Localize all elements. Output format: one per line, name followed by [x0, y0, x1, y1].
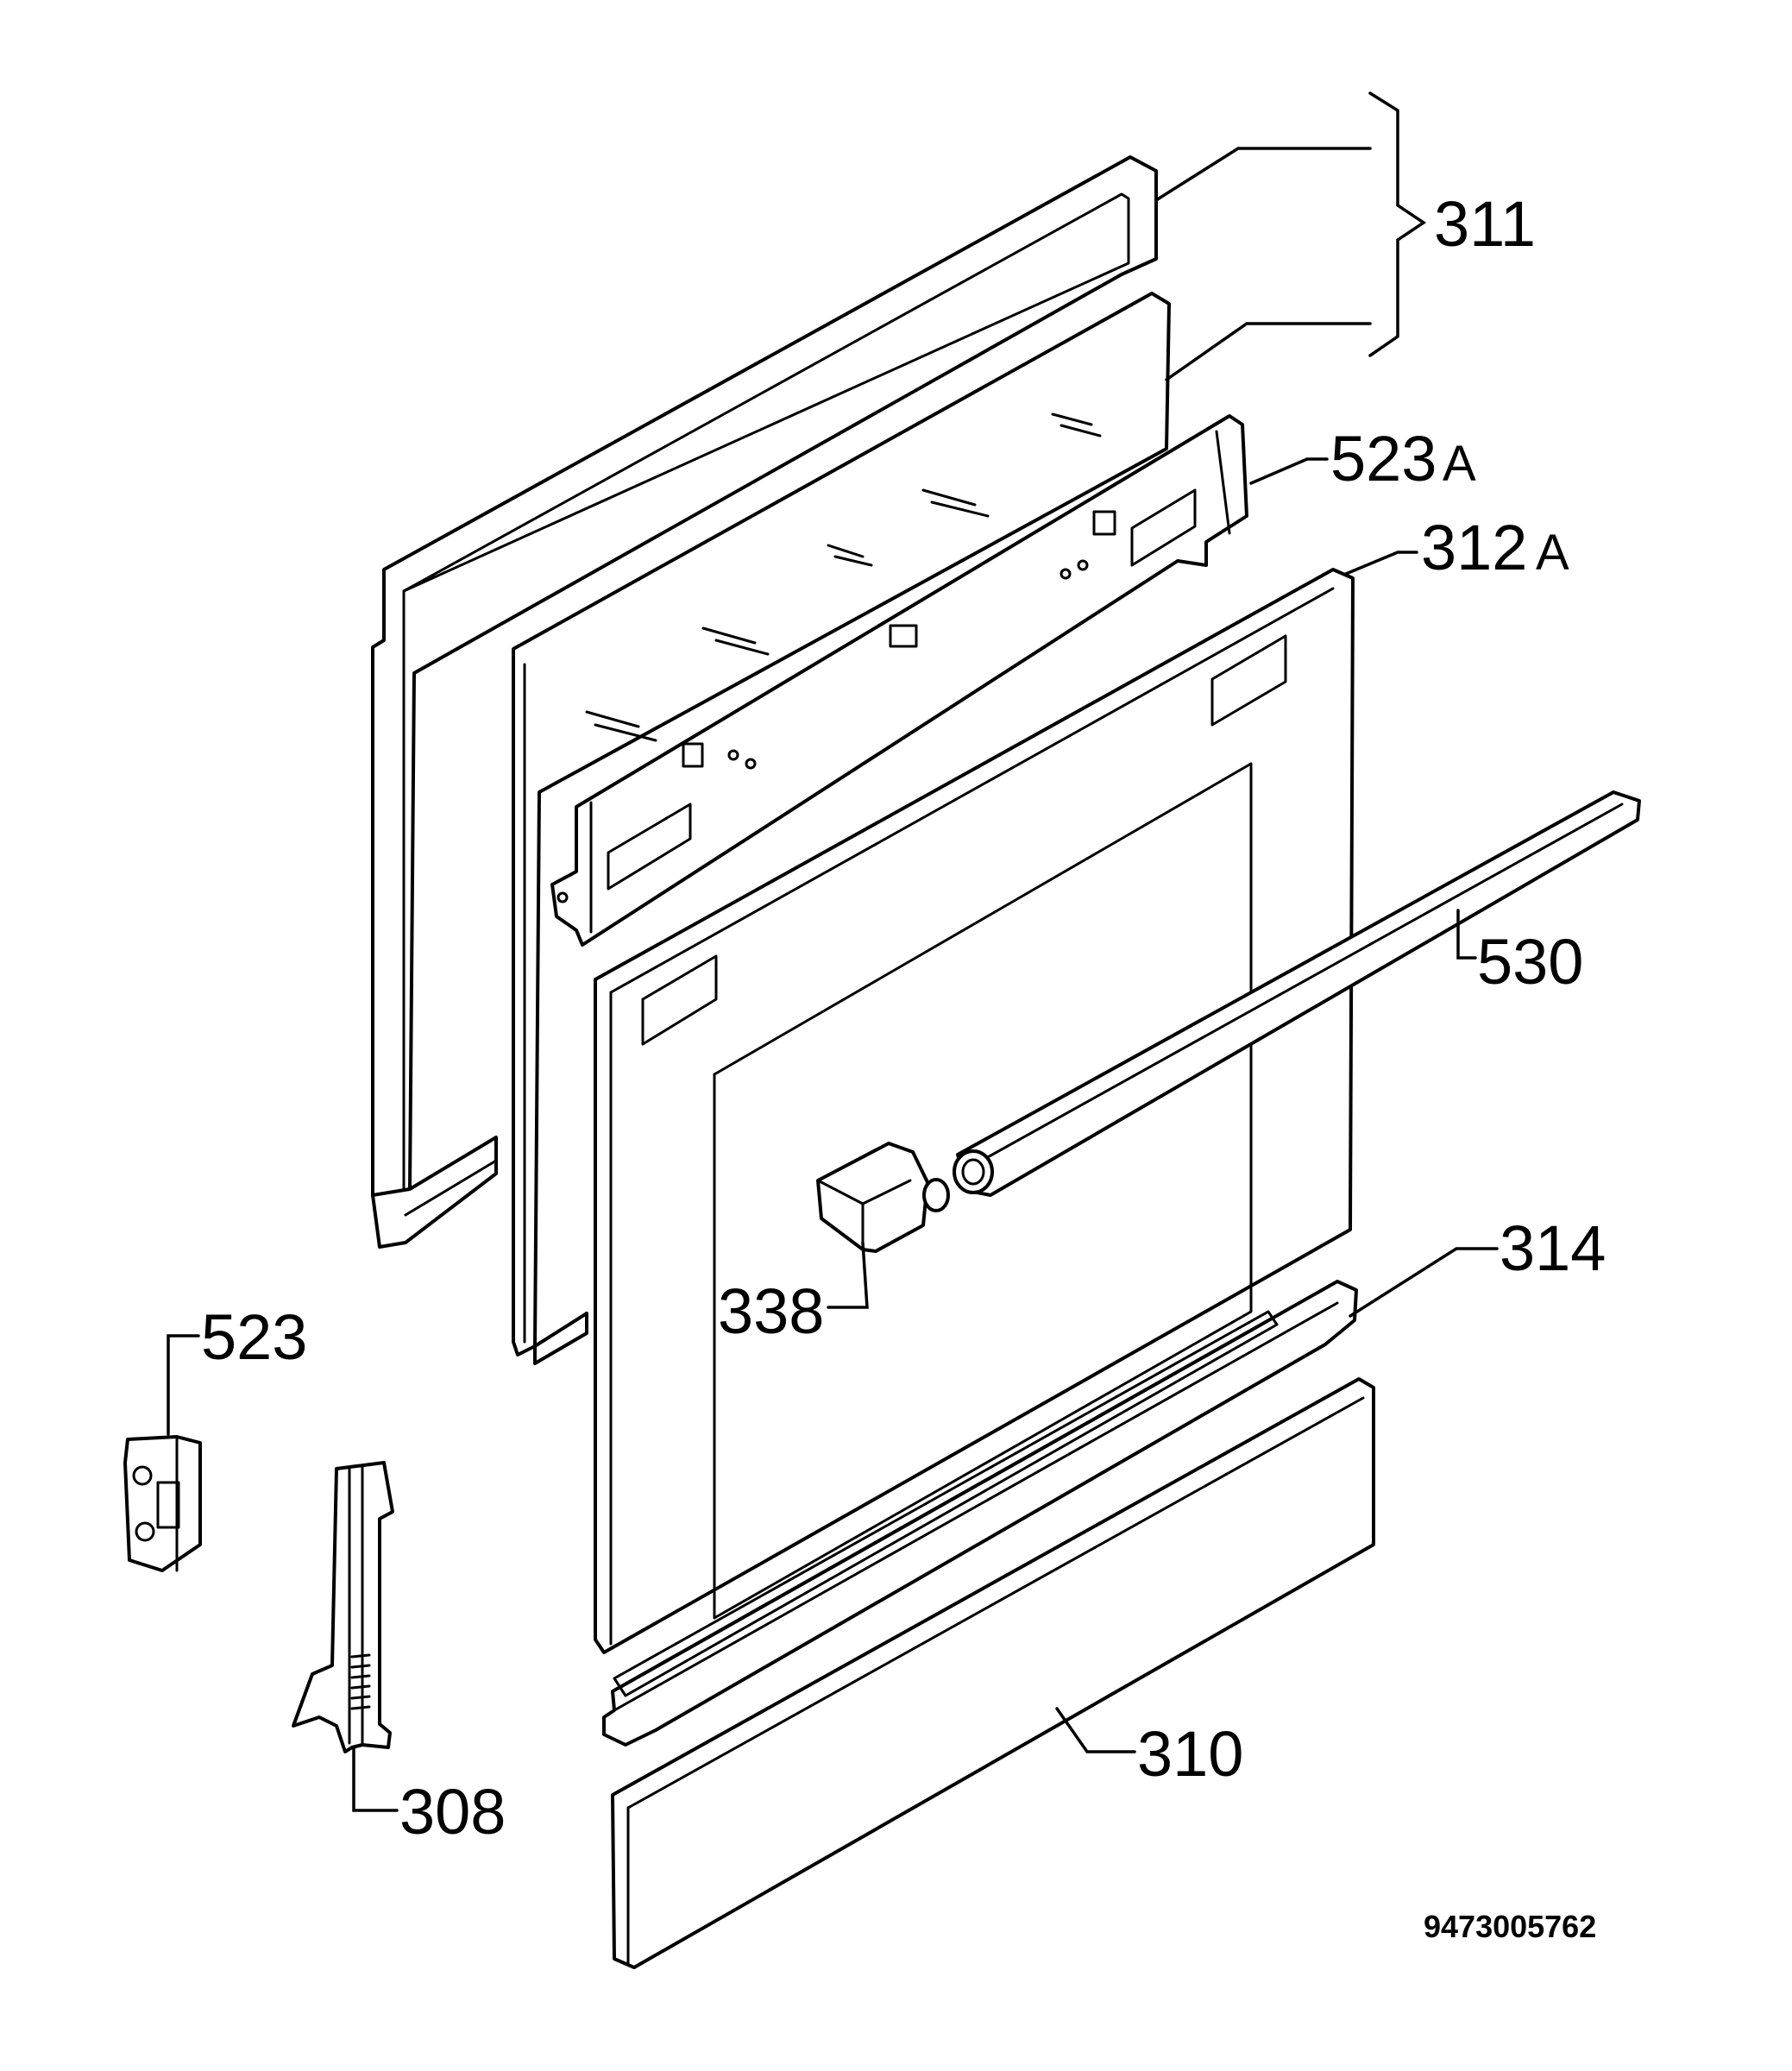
- part-310-bottom-panel: [611, 1377, 1375, 1969]
- clip-right: [1092, 510, 1116, 536]
- part-labels: 311 523 A 312 A 530 314 338 523 308 310: [201, 188, 1606, 1848]
- label-312a-suffix: A: [1536, 525, 1569, 581]
- leader-lines: [167, 91, 1499, 1812]
- part-312a-front-panel: [594, 568, 1355, 1654]
- label-312a: 312: [1421, 512, 1527, 583]
- label-338: 338: [718, 1275, 824, 1347]
- glass-reflection-marks: [585, 412, 1102, 742]
- part-338-end-cap: [816, 1142, 950, 1253]
- label-523a-suffix: A: [1443, 436, 1476, 492]
- spring-coil: [350, 1653, 371, 1710]
- label-314: 314: [1500, 1212, 1606, 1284]
- glass-panel: [512, 292, 1171, 1365]
- clip-center: [889, 624, 918, 648]
- label-310: 310: [1137, 1718, 1243, 1790]
- label-308: 308: [399, 1776, 506, 1848]
- part-311-door-frame: [371, 155, 1158, 1249]
- label-311: 311: [1434, 188, 1536, 260]
- part-523-hinge: [123, 1435, 202, 1572]
- clip-left: [682, 742, 704, 768]
- part-308-hinge-lever: [292, 1461, 394, 1753]
- label-523: 523: [201, 1301, 307, 1373]
- label-523a: 523: [1330, 423, 1437, 494]
- label-530: 530: [1477, 926, 1583, 998]
- part-523a-bracket-panel: [550, 414, 1248, 947]
- part-530-handle-bar: [953, 790, 1641, 1197]
- part-314-trim-strip: [602, 1280, 1358, 1747]
- drawing-code: 9473005762: [1424, 1909, 1596, 1944]
